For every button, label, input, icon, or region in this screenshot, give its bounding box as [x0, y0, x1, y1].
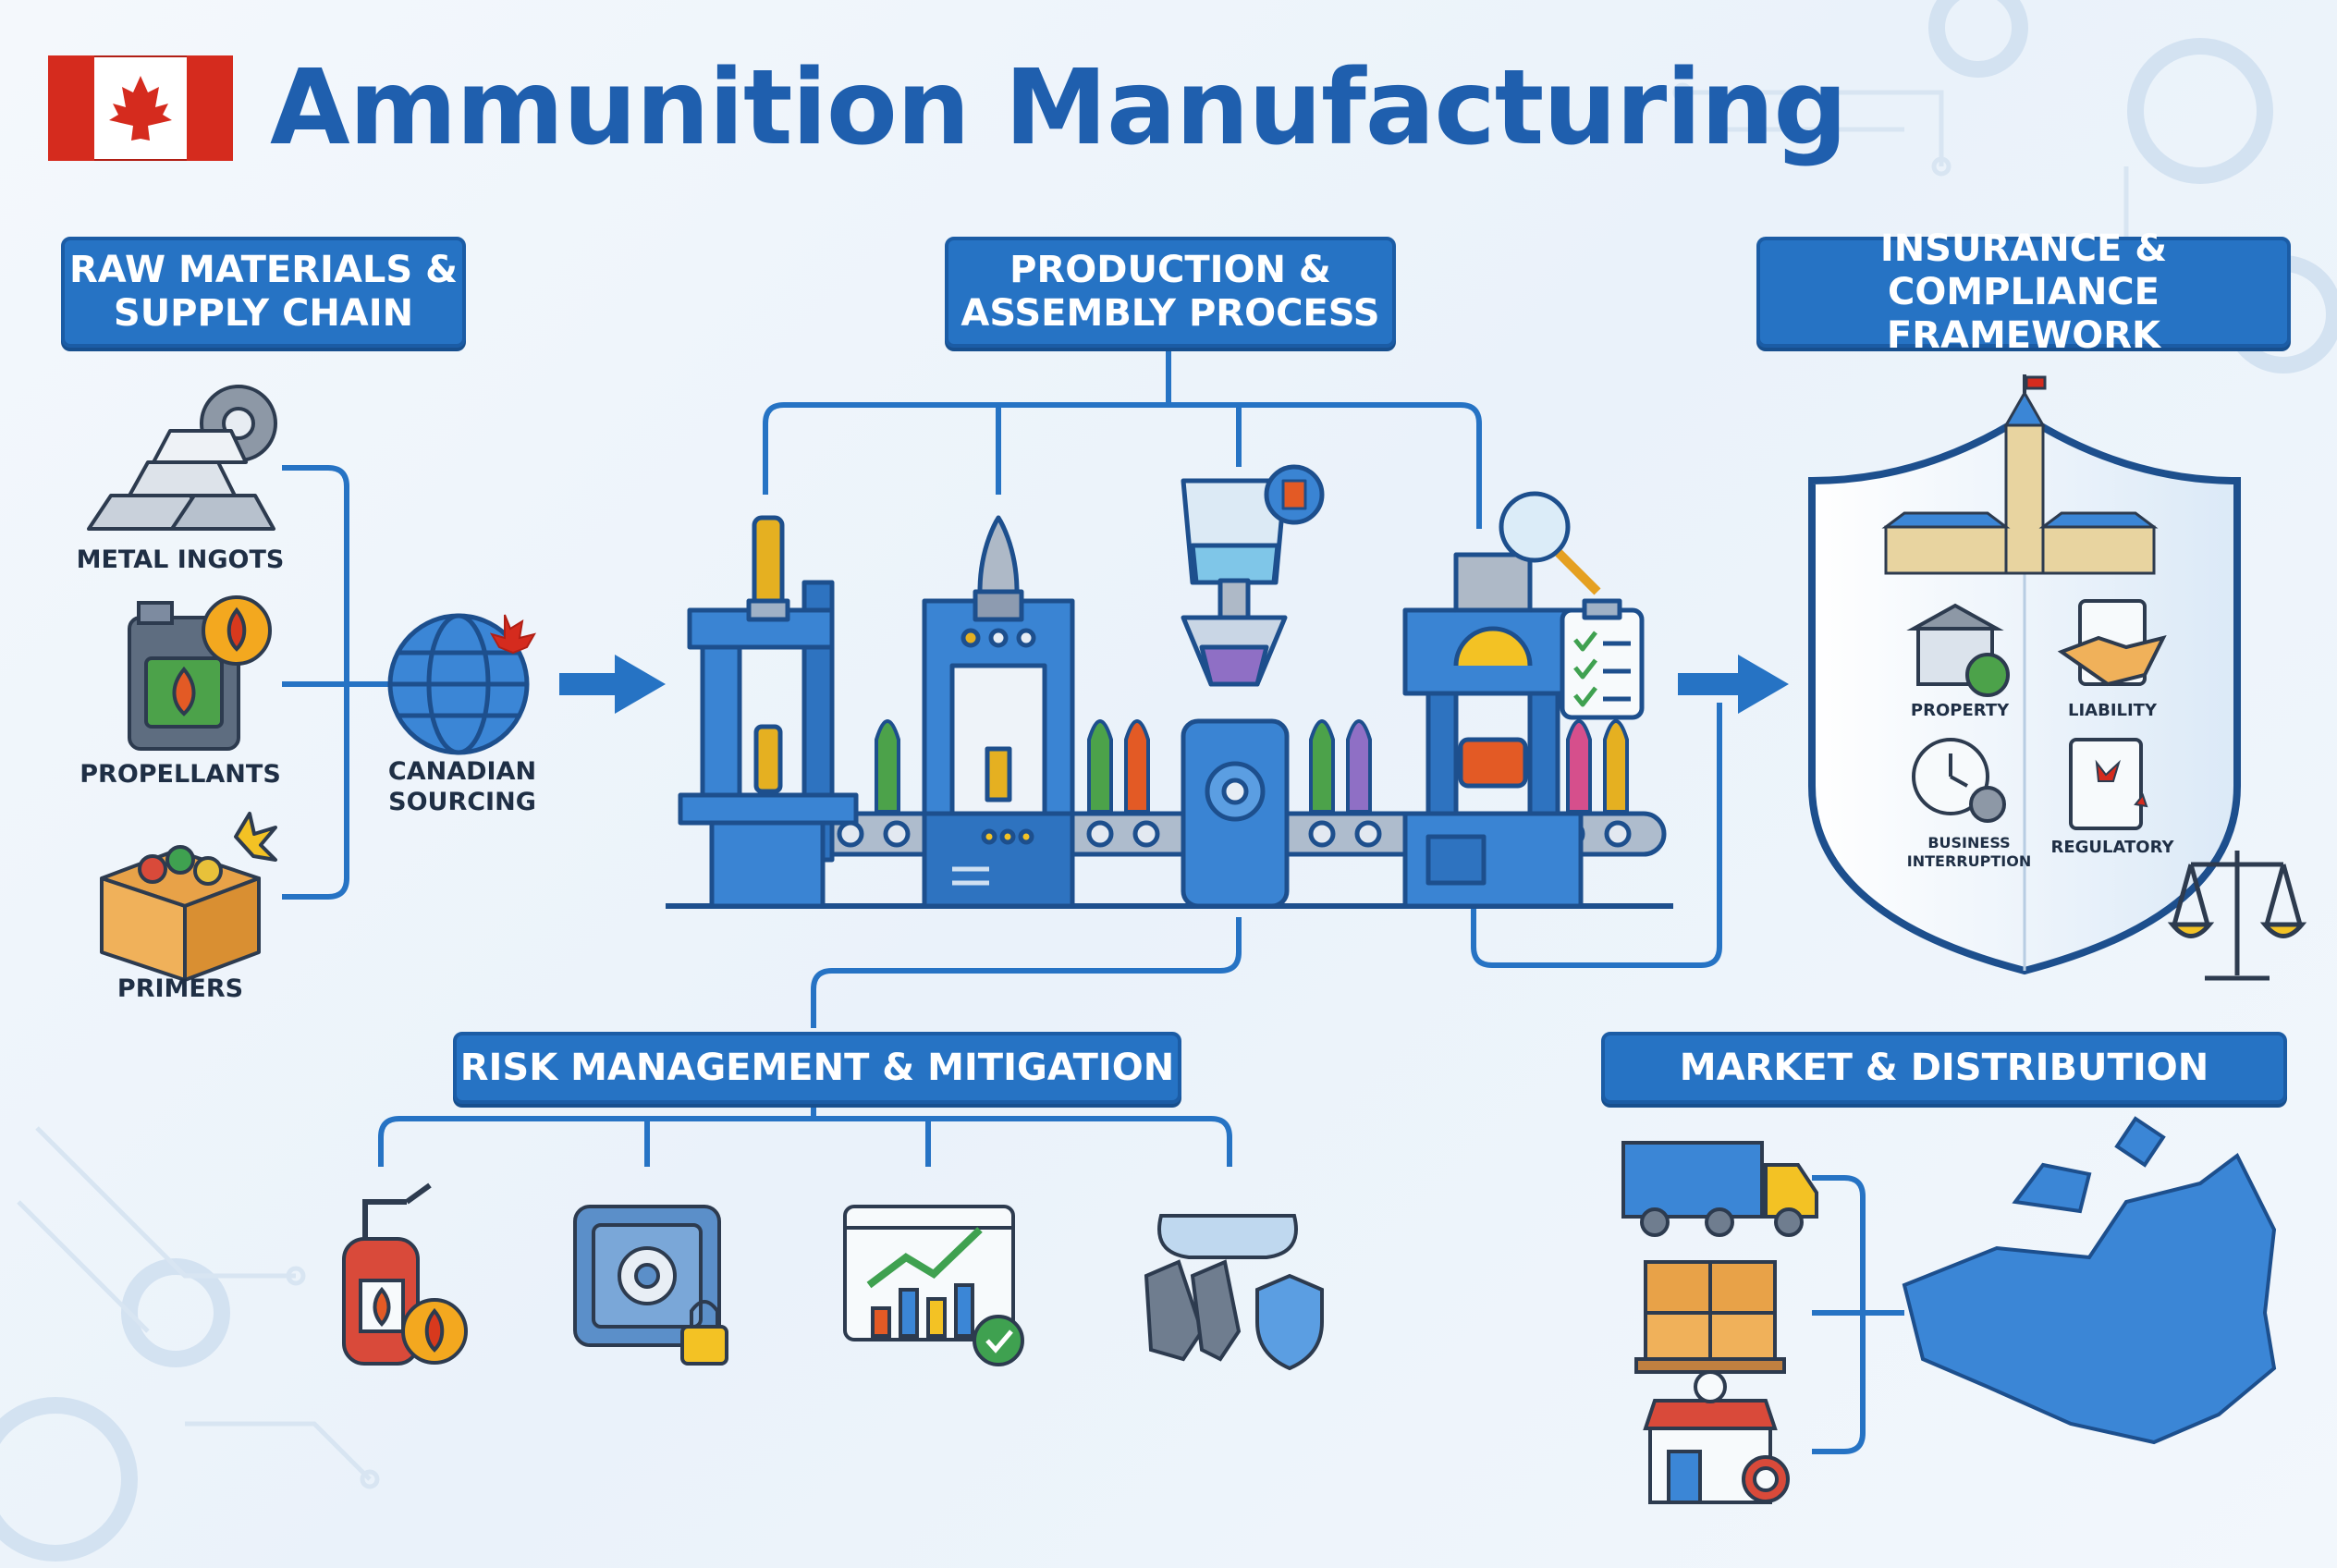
canadian-sourcing-globe-icon [387, 613, 537, 755]
arrow-right-icon [559, 655, 666, 714]
monitoring-chart-icon [843, 1205, 1024, 1366]
canada-flag-icon [48, 55, 233, 161]
safe-lock-icon [573, 1205, 728, 1366]
canadian-sourcing-label: CANADIAN SOURCING [387, 757, 537, 816]
scales-of-justice-icon [2167, 851, 2307, 981]
metal-ingots-icon [87, 385, 277, 531]
market-header: MARKET & DISTRIBUTION [1601, 1032, 2287, 1104]
arrow-right-icon [1678, 655, 1789, 714]
liability-label: LIABILITY [2068, 701, 2157, 720]
regulatory-label: REGULATORY [2050, 838, 2174, 857]
business-interruption-label: BUSINESS INTERRUPTION [1906, 834, 2032, 870]
arrows [559, 655, 1789, 714]
regulatory-document-icon [2069, 738, 2148, 830]
connector-lines [282, 344, 1904, 1454]
property-icon [1906, 603, 2010, 697]
business-interruption-clock-icon [1912, 738, 2006, 823]
liability-handshake-icon [2057, 599, 2167, 687]
risk-header: RISK MANAGEMENT & MITIGATION [453, 1032, 1181, 1104]
fire-extinguisher-icon [342, 1182, 468, 1366]
store-target-icon [1643, 1370, 1790, 1504]
parliament-building-icon [1881, 374, 2159, 575]
primers-label: PRIMERS [116, 974, 244, 1003]
primers-box-icon [100, 812, 277, 982]
property-label: PROPERTY [1910, 701, 2010, 720]
canada-map-icon [1902, 1116, 2277, 1445]
production-header: PRODUCTION & ASSEMBLY PROCESS [945, 237, 1396, 348]
production-line [666, 464, 1673, 909]
raw-materials-header: RAW MATERIALS & SUPPLY CHAIN [61, 237, 466, 348]
insurance-header: INSURANCE & COMPLIANCE FRAMEWORK [1756, 227, 2291, 357]
propellants-label: PROPELLANTS [80, 760, 281, 789]
metal-ingots-label: METAL INGOTS [76, 545, 285, 574]
propellant-canister-icon [128, 595, 272, 751]
page-title: Ammunition Manufacturing [270, 48, 1848, 168]
truck-icon [1621, 1141, 1818, 1237]
bullets-on-conveyor [875, 719, 1629, 814]
safety-gear-icon [1144, 1214, 1324, 1371]
packages-pallet-icon [1634, 1260, 1786, 1374]
